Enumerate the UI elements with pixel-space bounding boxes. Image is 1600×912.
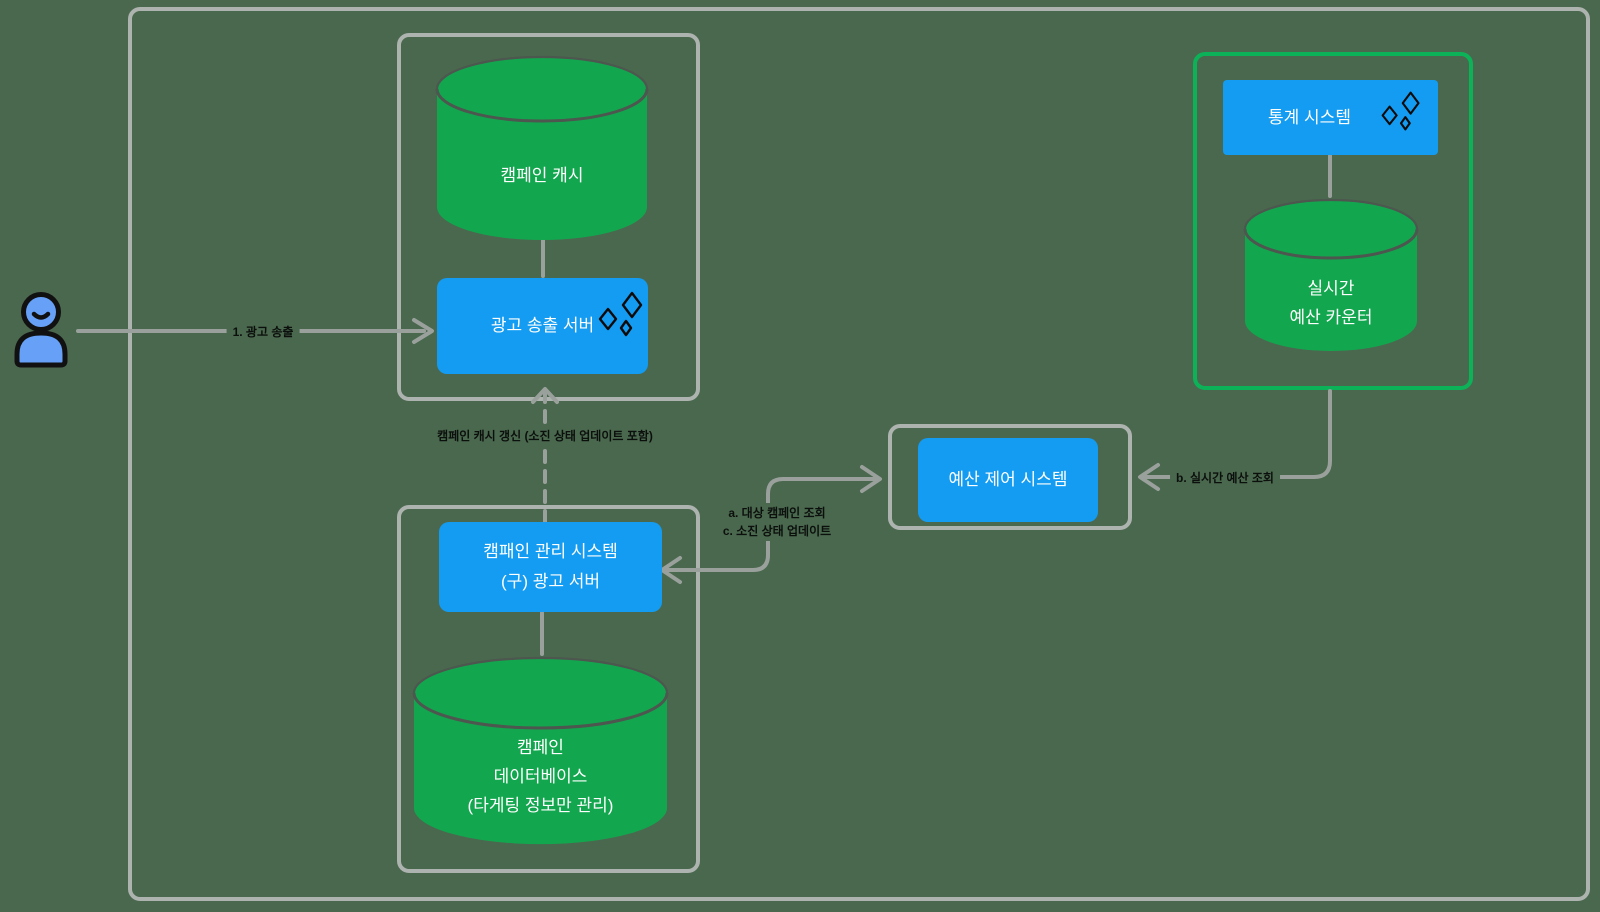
stats-system-box: 통계 시스템 <box>1223 80 1438 155</box>
campaign-db-label: 캠페인 데이터베이스 (타게팅 정보만 관리) <box>467 738 614 815</box>
budget-control-label: 예산 제어 시스템 <box>948 470 1068 489</box>
edge-query-campaigns-label: a. 대상 캠페인 조회 <box>728 506 826 520</box>
edge-update-status-label: c. 소진 상태 업데이트 <box>722 524 832 538</box>
edge-mgmt-budget-arrowhead-left <box>660 556 682 584</box>
campaign-mgmt-label-line2: (구) 광고 서버 <box>501 572 600 591</box>
user-icon <box>14 292 68 368</box>
budget-counter-cylinder <box>1243 198 1419 353</box>
budget-control-group <box>888 424 1132 530</box>
campaign-mgmt-label-line1: 캠패인 관리 시스템 <box>483 542 618 561</box>
sparkles-icon <box>598 291 643 337</box>
sparkles-icon <box>1381 91 1420 131</box>
outer-system-boundary <box>128 7 1590 901</box>
ad-server-label: 광고 송출 서버 <box>490 316 595 335</box>
campaign-cache-label: 캠페인 캐시 <box>500 166 584 185</box>
edge-budget-query-arrowhead <box>1138 463 1160 491</box>
edge-mgmt-budget-label: a. 대상 캠페인 조회 c. 소진 상태 업데이트 <box>716 503 838 541</box>
budget-control-box: 예산 제어 시스템 <box>918 438 1098 522</box>
ad-server-box: 광고 송출 서버 <box>437 278 648 374</box>
ad-serving-group <box>397 33 700 401</box>
edge-cache-refresh-label: 캠페인 캐시 갱신 (소진 상태 업데이트 포함) <box>431 426 659 446</box>
campaign-cache-cylinder <box>435 55 649 241</box>
campaign-mgmt-box: 캠패인 관리 시스템 (구) 광고 서버 <box>439 522 662 612</box>
stats-group <box>1193 52 1473 390</box>
edge-mgmt-budget-arrowhead-right <box>860 465 882 493</box>
budget-counter-label: 실시간 예산 카운터 <box>1289 279 1373 327</box>
edge-serve-arrowhead <box>412 318 434 344</box>
stats-system-label: 통계 시스템 <box>1268 107 1351 127</box>
campaign-mgmt-group <box>397 505 700 873</box>
edge-budget-query-line <box>1140 389 1332 479</box>
edge-serve-label: 1. 광고 송출 <box>226 322 300 342</box>
edge-cache-refresh-arrowhead <box>531 387 559 404</box>
edge-budget-query-label: b. 실시간 예산 조회 <box>1170 468 1280 488</box>
campaign-db-cylinder <box>412 656 669 846</box>
